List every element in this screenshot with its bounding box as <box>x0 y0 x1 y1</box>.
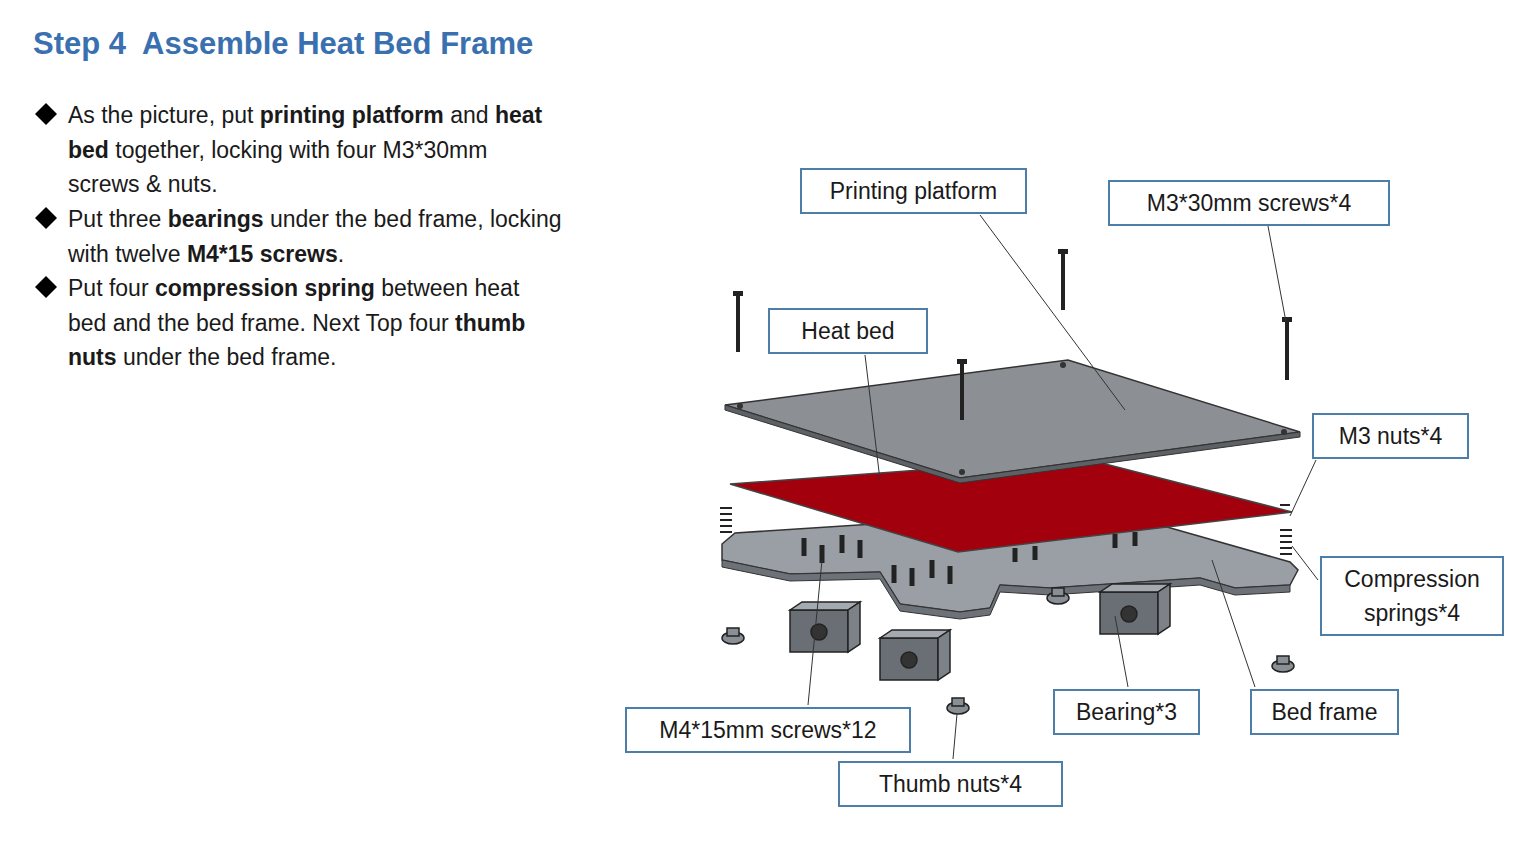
callout-text: Bed frame <box>1271 695 1377 729</box>
callout-box: Bearing*3 <box>1053 689 1200 735</box>
printing-platform <box>725 360 1300 483</box>
callout-text: Heat bed <box>801 314 894 348</box>
part-name: printing platform <box>260 102 444 128</box>
m3-screws <box>733 249 1292 420</box>
bullet-marks <box>35 103 57 298</box>
instruction-bullet: As the picture, put printing platform an… <box>68 98 563 202</box>
callout-text: Bearing*3 <box>1076 695 1177 729</box>
step-title: Step 4 Assemble Heat Bed Frame <box>33 26 533 62</box>
leader-lines <box>808 215 1318 759</box>
instruction-text: As the picture, put <box>68 102 253 128</box>
instruction-text: under the bed frame. <box>123 344 337 370</box>
callout-text: Thumb nuts*4 <box>879 767 1022 801</box>
callout-box: Heat bed <box>768 308 928 354</box>
callout-text: Compression springs*4 <box>1332 562 1492 630</box>
callout-text: M3*30mm screws*4 <box>1147 186 1352 220</box>
instruction-text: . <box>338 241 344 267</box>
callout-box: Printing platform <box>800 168 1027 214</box>
callout-text: M3 nuts*4 <box>1339 419 1443 453</box>
callout-box: M3 nuts*4 <box>1312 413 1469 459</box>
callout-text: M4*15mm screws*12 <box>659 713 876 747</box>
instruction-bullet: Put three bearings under the bed frame, … <box>68 202 563 271</box>
callout-text: Printing platform <box>830 174 997 208</box>
callout-box: M4*15mm screws*12 <box>625 707 911 753</box>
thumb-nuts <box>722 588 1294 714</box>
instruction-text: and <box>450 102 488 128</box>
part-name: compression spring <box>155 275 375 301</box>
instruction-text: Put four <box>68 275 149 301</box>
bearings <box>790 584 1170 680</box>
instruction-bullet: Put four compression spring between heat… <box>68 271 563 375</box>
instruction-text: Put three <box>68 206 161 232</box>
callout-box: Compression springs*4 <box>1320 556 1504 636</box>
part-name: bearings <box>168 206 264 232</box>
callout-box: Bed frame <box>1250 689 1399 735</box>
callout-box: M3*30mm screws*4 <box>1108 180 1390 226</box>
part-name: M4*15 screws <box>187 241 338 267</box>
callout-box: Thumb nuts*4 <box>838 761 1063 807</box>
instruction-text: together, locking with four M3*30mm scre… <box>68 137 487 198</box>
